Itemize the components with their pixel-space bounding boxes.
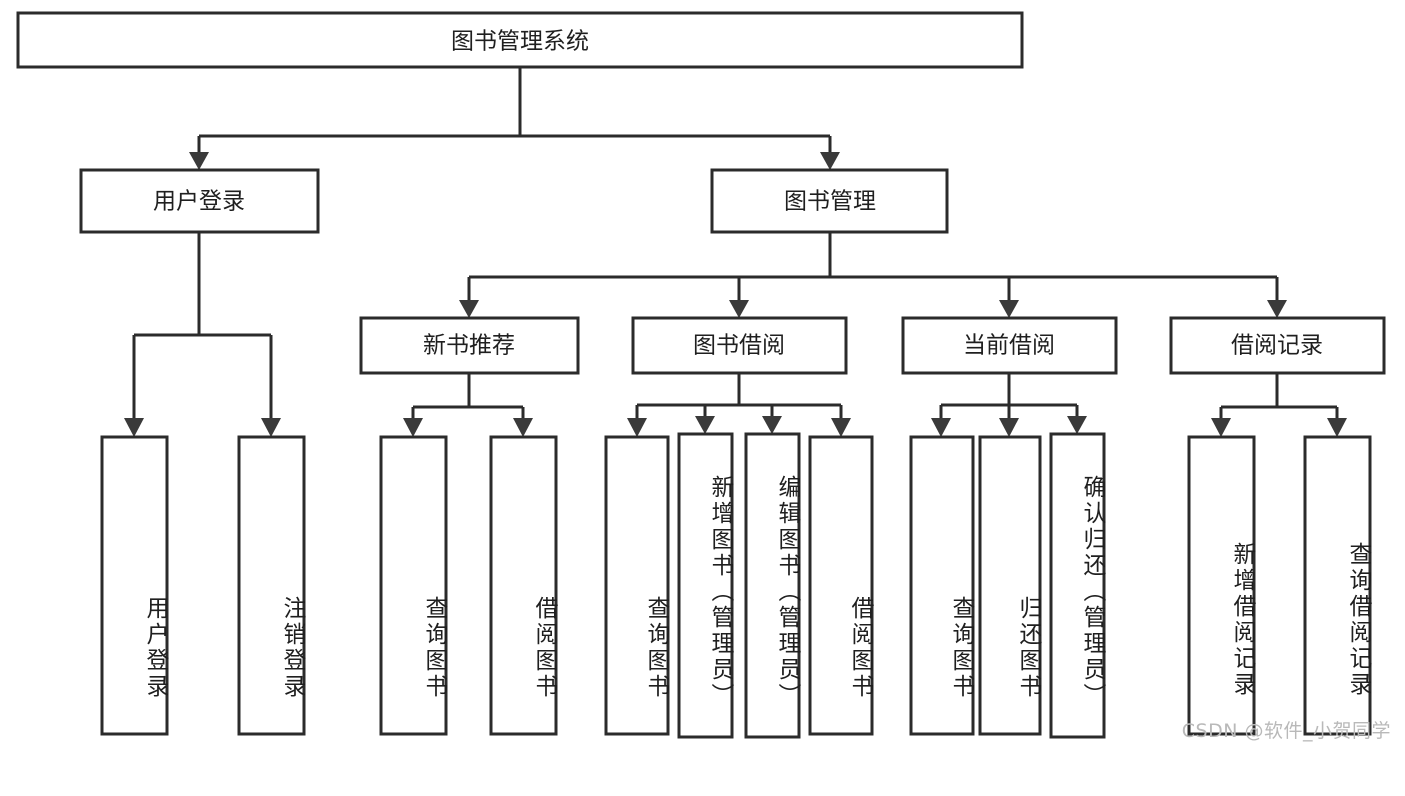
node-box-leaf-borrow-book-2[interactable] <box>808 435 874 736</box>
node-box-book-management[interactable] <box>710 168 949 234</box>
arrowhead-to-borrow-record <box>1267 300 1287 318</box>
label-root: 图书管理系统 <box>451 29 589 55</box>
arrowhead-current-leaf-2 <box>999 418 1019 437</box>
node-box-leaf-query-book-1[interactable] <box>379 435 448 736</box>
node-box-leaf-query-book-3[interactable] <box>909 435 975 736</box>
arrowhead-to-current-borrow <box>999 300 1019 318</box>
node-box-leaf-return-book[interactable] <box>978 435 1042 736</box>
diagram-canvas: 图书管理系统 用户登录 图书管理 新书推荐 图书借阅 当前借阅 借阅记录 用户登… <box>16 11 1391 742</box>
arrowhead-newbook-leaf-1 <box>403 418 423 437</box>
arrowhead-to-new-book <box>459 300 479 318</box>
label-book-management: 图书管理 <box>784 189 876 215</box>
label-layer-horizontal: 图书管理系统 用户登录 图书管理 新书推荐 图书借阅 当前借阅 借阅记录 <box>153 29 1323 359</box>
node-box-leaf-add-book-admin[interactable] <box>677 432 734 739</box>
arrowhead-record-leaf-2 <box>1327 418 1347 437</box>
node-box-current-borrow[interactable] <box>901 316 1118 375</box>
node-box-leaf-confirm-return-admin[interactable] <box>1049 432 1106 739</box>
arrowhead-borrow-leaf-2 <box>695 416 715 434</box>
node-box-new-book-recommend[interactable] <box>359 316 580 375</box>
flowchart-svg: 图书管理系统 用户登录 图书管理 新书推荐 图书借阅 当前借阅 借阅记录 <box>16 11 1386 739</box>
node-box-leaf-query-book-2[interactable] <box>604 435 670 736</box>
label-borrow-record: 借阅记录 <box>1231 333 1323 359</box>
arrowhead-to-book-mgmt <box>820 152 840 170</box>
arrowhead-to-leaf-logout <box>261 418 281 437</box>
node-box-book-borrow[interactable] <box>631 316 848 375</box>
connector-layer <box>132 67 1339 418</box>
label-book-borrow: 图书借阅 <box>693 333 785 359</box>
arrowhead-record-leaf-1 <box>1211 418 1231 437</box>
arrowhead-to-book-borrow <box>729 300 749 318</box>
node-box-root[interactable] <box>16 11 1024 69</box>
node-box-leaf-borrow-book-1[interactable] <box>489 435 558 736</box>
node-box-leaf-edit-book-admin[interactable] <box>744 432 801 739</box>
arrowhead-current-leaf-1 <box>931 418 951 437</box>
node-box-leaf-user-login[interactable] <box>100 435 169 736</box>
arrowhead-borrow-leaf-1 <box>627 418 647 437</box>
node-box-leaf-add-borrow-record[interactable] <box>1187 435 1256 736</box>
arrowhead-layer <box>124 152 1347 437</box>
arrowhead-newbook-leaf-2 <box>513 418 533 437</box>
arrowhead-borrow-leaf-4 <box>831 418 851 437</box>
arrowhead-to-leaf-user-login <box>124 418 144 437</box>
label-new-book-recommend: 新书推荐 <box>423 333 515 359</box>
node-box-leaf-logout[interactable] <box>237 435 306 736</box>
node-layer <box>16 11 1386 739</box>
node-box-user-login[interactable] <box>79 168 320 234</box>
arrowhead-borrow-leaf-3 <box>762 416 782 434</box>
arrowhead-current-leaf-3 <box>1067 416 1087 434</box>
watermark-text: CSDN @软件_小贺同学 <box>1181 720 1391 742</box>
arrowhead-to-user-login <box>189 152 209 170</box>
node-box-borrow-record[interactable] <box>1169 316 1386 375</box>
label-current-borrow: 当前借阅 <box>963 333 1055 359</box>
label-user-login: 用户登录 <box>153 189 245 215</box>
node-box-leaf-query-borrow-record[interactable] <box>1303 435 1372 736</box>
